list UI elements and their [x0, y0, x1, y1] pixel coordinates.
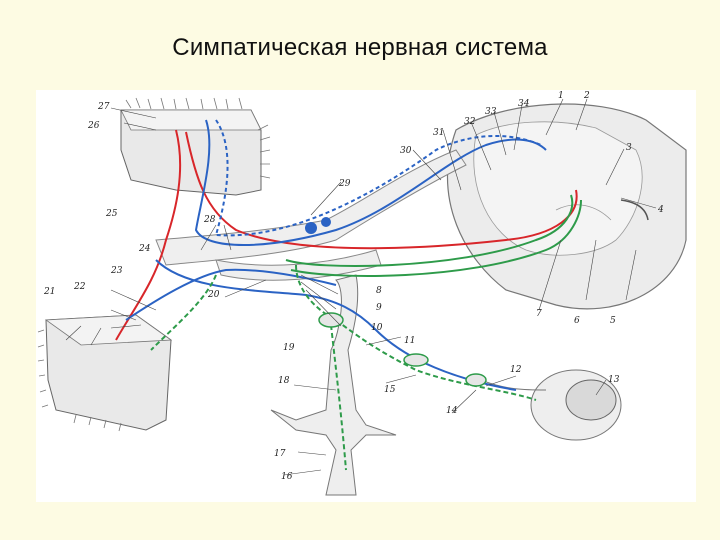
label-7: 7: [536, 309, 542, 319]
label-22: 22: [73, 282, 86, 292]
label-10: 10: [371, 323, 383, 333]
intestine: [480, 369, 622, 441]
label-23: 23: [110, 266, 123, 276]
label-4: 4: [657, 205, 664, 215]
label-29: 29: [338, 179, 351, 189]
label-1: 1: [558, 91, 564, 101]
label-8: 8: [376, 286, 382, 296]
skin-block-bottom: [37, 314, 173, 432]
label-3: 3: [626, 143, 632, 153]
label-25: 25: [105, 209, 118, 219]
label-28: 28: [203, 215, 216, 225]
label-19: 19: [283, 343, 295, 353]
skin-block-top: [120, 97, 271, 196]
label-5: 5: [610, 316, 616, 326]
label-14: 14: [446, 406, 458, 416]
label-17: 17: [274, 449, 286, 459]
label-12: 12: [510, 365, 522, 375]
label-16: 16: [281, 472, 293, 482]
label-31: 31: [433, 128, 444, 138]
label-33: 33: [485, 107, 497, 117]
ganglia: [305, 217, 487, 387]
label-24: 24: [138, 244, 151, 254]
slide-title: Симпатическая нервная система: [172, 34, 548, 61]
label-27: 27: [97, 102, 110, 112]
label-20: 20: [207, 290, 220, 300]
sympathetic-nervous-system-diagram: 1 2 3 4 5 6 7 8 9 10 11 12 13 14 15 16 1…: [36, 90, 696, 502]
label-2: 2: [583, 91, 590, 101]
label-26: 26: [87, 121, 100, 131]
diagram-svg: 1 2 3 4 5 6 7 8 9 10 11 12 13 14 15 16 1…: [37, 91, 687, 496]
label-15: 15: [384, 385, 396, 395]
label-11: 11: [404, 336, 415, 346]
label-21: 21: [43, 287, 55, 297]
label-6: 6: [574, 316, 580, 326]
label-32: 32: [464, 117, 476, 127]
label-9: 9: [376, 303, 382, 313]
figure-labels: 1 2 3 4 5 6 7 8 9 10 11 12 13 14 15 16 1…: [43, 91, 664, 482]
label-30: 30: [400, 146, 412, 156]
leader-lines: [65, 98, 657, 476]
label-13: 13: [608, 375, 620, 385]
label-34: 34: [518, 99, 530, 109]
spinal-cord-section: [447, 103, 687, 310]
nerve-fibers: [115, 119, 582, 471]
label-18: 18: [278, 376, 290, 386]
